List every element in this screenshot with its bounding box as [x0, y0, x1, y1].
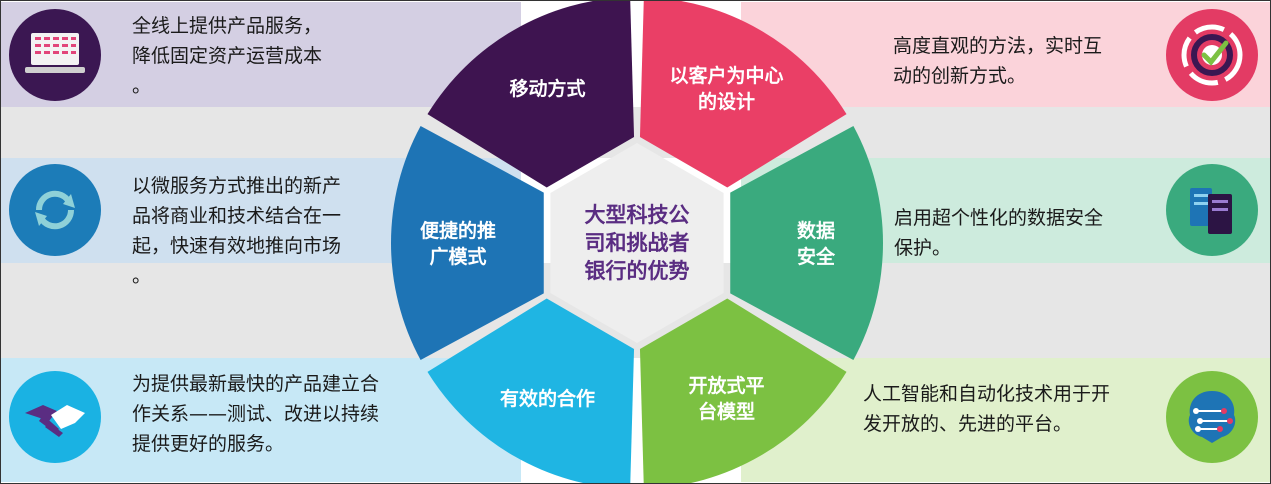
target-check-icon: [1166, 9, 1258, 101]
desc-right-bot: 人工智能和自动化技术用于开 发开放的、先进的平台。: [863, 383, 1111, 435]
cycle-arrows-icon: [9, 164, 101, 256]
desc-right-top: 高度直观的方法，实时互 动的创新方式。: [893, 35, 1103, 87]
segment-promo-label: 便捷的推广模式: [420, 219, 496, 268]
desc-left-mid: 以微服务方式推出的新产 品将商业和技术结合在一 起，快速有效地推向市场 。: [132, 175, 342, 287]
desc-left-top: 全线上提供产品服务， 降低固定资产运营成本 。: [132, 15, 323, 97]
segment-customer-label: 以客户为中心的设计: [669, 64, 783, 113]
laptop-icon: [9, 9, 101, 101]
desc-right-mid: 启用超个性化的数据安全 保护。: [894, 207, 1104, 259]
segment-promo: [391, 125, 544, 361]
segment-mobile-label: 移动方式: [509, 77, 585, 100]
center-hexagon: [550, 143, 724, 343]
segment-partner: [427, 298, 635, 483]
ai-brain-icon: [1166, 371, 1258, 463]
segment-mobile: [427, 1, 635, 188]
segment-partner-label: 有效的合作: [500, 387, 595, 410]
center-title: 大型科技公司和挑战者银行的优势: [585, 203, 690, 283]
server-icon: [1166, 164, 1258, 256]
segment-platform: [639, 298, 847, 483]
segment-data: [730, 125, 883, 361]
segment-data-label: 数据安全: [797, 219, 836, 268]
segment-platform-label: 开放式平台模型: [688, 374, 764, 423]
segment-customer: [639, 1, 847, 188]
handshake-icon: [9, 371, 101, 463]
desc-left-bot: 为提供最新最快的产品建立合 作关系——测试、改进以持续 提供更好的服务。: [132, 373, 380, 455]
